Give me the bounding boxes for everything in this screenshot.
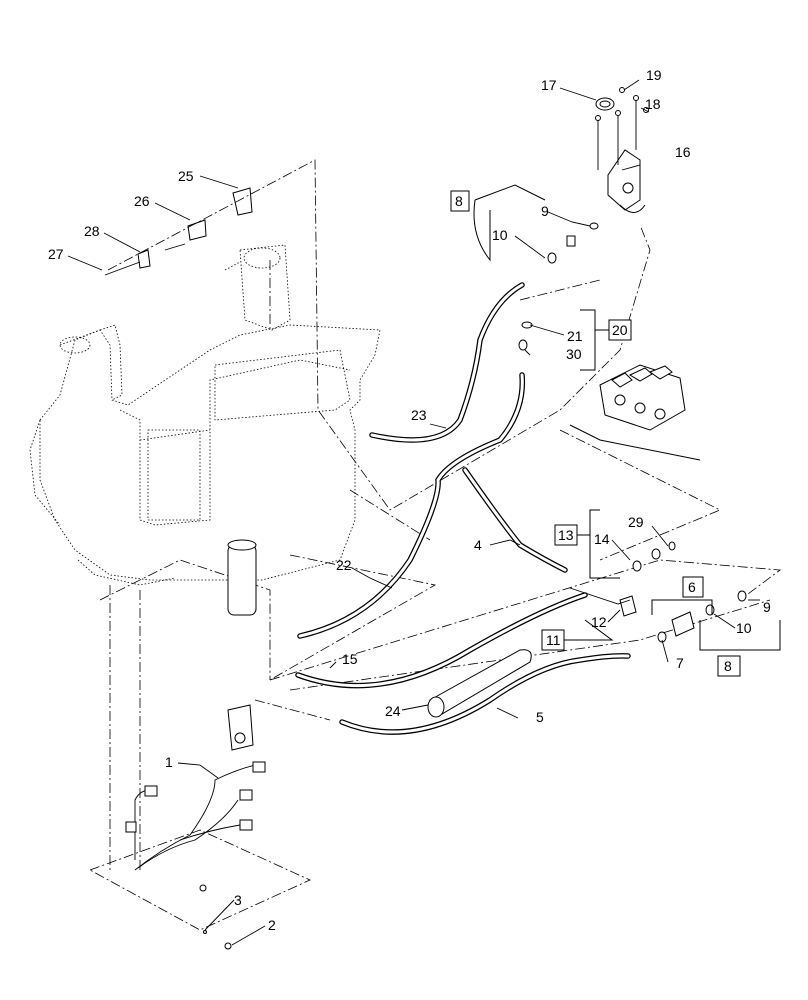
callout-16: 16 <box>675 144 691 160</box>
mounting-bracket-16 <box>595 87 649 213</box>
callout-21: 21 <box>567 328 583 344</box>
kit-label-20: 20 <box>612 322 628 338</box>
callout-5: 5 <box>536 709 544 725</box>
callout-26: 26 <box>134 193 150 209</box>
callout-24: 24 <box>385 703 401 719</box>
kit-label-11: 11 <box>546 632 561 648</box>
kit-box-20 <box>580 309 632 371</box>
kit-label-13: 13 <box>558 527 574 543</box>
callout-9-right: 9 <box>763 599 771 615</box>
kit-box-6 <box>651 576 713 615</box>
protective-sleeve-24 <box>427 649 532 718</box>
callout-7: 7 <box>676 655 684 671</box>
callout-labels: 1 2 3 4 5 7 9 9 10 10 12 14 15 16 17 18 … <box>48 67 771 933</box>
chassis-frame <box>29 244 381 586</box>
callout-10-top: 10 <box>492 227 508 243</box>
connector-block <box>227 704 254 751</box>
callout-17: 17 <box>541 77 557 93</box>
kit-label-6: 6 <box>688 579 696 595</box>
callout-19: 19 <box>646 67 662 83</box>
assembly-lines <box>89 159 782 931</box>
callout-28: 28 <box>84 223 100 239</box>
callout-22: 22 <box>336 557 352 573</box>
callout-1: 1 <box>165 754 173 770</box>
callout-10-right: 10 <box>736 620 752 636</box>
hose-22 <box>297 372 526 639</box>
kit-box-11 <box>541 619 614 651</box>
kit-box-labels: 8 20 13 6 11 8 <box>455 193 732 674</box>
kit-label-8-top: 8 <box>455 193 463 209</box>
callout-18: 18 <box>645 96 661 112</box>
callout-14: 14 <box>594 531 610 547</box>
kit-box-8-top <box>450 184 546 262</box>
callout-30: 30 <box>566 346 582 362</box>
fittings <box>199 222 747 950</box>
kit-box-13 <box>554 509 620 579</box>
callout-25: 25 <box>178 168 194 184</box>
bracket-parts-25-28 <box>104 187 253 276</box>
hose-23 <box>369 282 525 443</box>
callout-9-top: 9 <box>541 203 549 219</box>
hose-4 <box>462 467 568 573</box>
hose-15 <box>295 592 588 689</box>
callout-12: 12 <box>591 614 607 630</box>
callout-3: 3 <box>234 892 242 908</box>
callout-23: 23 <box>411 407 427 423</box>
control-valve-block <box>569 364 701 461</box>
kit-label-8-bottom: 8 <box>724 658 732 674</box>
wiring-harness-1 <box>125 761 266 871</box>
callout-27: 27 <box>48 246 64 262</box>
filter-canister <box>227 539 257 616</box>
kit-box-8-bottom <box>699 620 781 677</box>
callout-15: 15 <box>342 651 358 667</box>
callout-2: 2 <box>268 917 276 933</box>
callout-4: 4 <box>474 537 482 553</box>
leader-lines <box>67 79 760 946</box>
callout-29: 29 <box>628 514 644 530</box>
hose-5 <box>339 653 631 735</box>
